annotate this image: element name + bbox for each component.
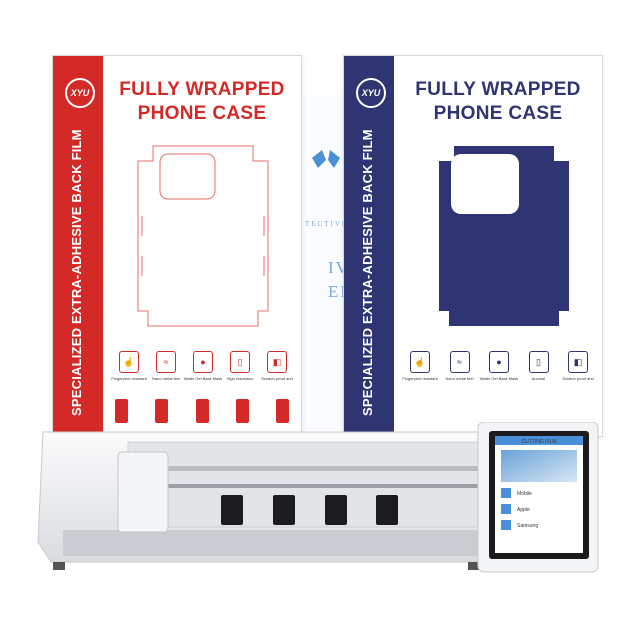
fingerprint-icon: ☝ [410,351,430,373]
guide-rail [128,466,478,471]
phone-back-film-silhouette [439,146,569,326]
film-swatch [155,399,169,423]
side-vertical-text: SPECIALIZED EXTRA-ADHESIVE BACK FILM [69,129,84,416]
feature-item: ◧Scratch proof and [259,351,295,381]
feature-icons-row: ☝Fingerprint resistant ≈Nano metal feel … [402,351,596,381]
red-package-card: XYU SPECIALIZED EXTRA-ADHESIVE BACK FILM… [52,55,302,437]
film-swatch [276,399,289,423]
fingerprint-icon: ☝ [119,351,139,373]
card-title: FULLY WRAPPED PHONE CASE [404,78,592,126]
side-vertical-text: SPECIALIZED EXTRA-ADHESIVE BACK FILM [360,129,375,416]
feature-item: ●Water Gel Back Mask [480,351,518,381]
resolution-icon: ▯ [230,351,250,373]
rear-card-logo-icon [312,150,340,168]
blue-side-strip: XYU SPECIALIZED EXTRA-ADHESIVE BACK FILM [344,56,394,436]
menu-icon[interactable] [501,488,511,498]
feature-item: ☝Fingerprint resistant [111,351,147,381]
brand-logo: XYU [65,78,95,108]
menu-item-label[interactable]: Mobile [517,491,532,497]
machine-foot [53,562,65,570]
feature-item: ▯Anomal [521,351,557,381]
feature-item: ◧Scratch proof and [560,351,596,381]
menu-icon[interactable] [501,504,511,514]
metal-icon: ≈ [156,351,176,373]
scratch-icon: ◧ [267,351,287,373]
film-swatch [195,399,209,423]
machine-foot [468,562,480,570]
cutting-head-carriage [117,451,169,533]
water-drop-icon: ● [489,351,509,373]
feature-item: ≈Nano metal feel [442,351,478,381]
menu-icon[interactable] [501,520,511,530]
film-swatch [235,399,249,423]
guide-rail [128,484,478,488]
title-line-1: FULLY WRAPPED [415,79,581,100]
feature-item: ☝Fingerprint resistant [402,351,438,381]
feature-icons-row: ☝Fingerprint resistant ≈Nano metal feel … [111,351,295,381]
phone-outline-template [137,145,269,327]
brand-logo: XYU [356,78,386,108]
screen-header-bar [495,436,583,445]
feature-item: ▯High resolution [222,351,258,381]
phone-icon: ▯ [528,351,549,373]
film-swatch [115,399,128,423]
menu-item-label[interactable]: Apple [517,507,530,513]
rear-card-text-1: TECTIVE F [305,220,358,228]
screen-header-text: CUTTING FILM [522,439,557,445]
feature-item: ≈Nano metal feel [148,351,184,381]
menu-item-label[interactable]: Samsung [517,523,538,529]
film-cutting-machine: CUTTING FILM Mobile Apple Samsung [37,422,599,573]
title-line-2: PHONE CASE [433,103,563,124]
screen-menu: Mobile Apple Samsung [501,488,538,530]
red-side-strip: XYU SPECIALIZED EXTRA-ADHESIVE BACK FILM [53,56,103,436]
feature-item: ●Water Gel Back Mask [184,351,222,381]
screen-illustration [501,450,577,482]
title-line-2: PHONE CASE [137,103,267,124]
blue-package-card: XYU SPECIALIZED EXTRA-ADHESIVE BACK FILM… [343,55,603,437]
pinch-rollers [221,495,398,525]
scratch-icon: ◧ [568,351,588,373]
metal-icon: ≈ [449,351,470,373]
title-line-1: FULLY WRAPPED [119,79,285,100]
film-swatches [115,399,289,423]
water-drop-icon: ● [193,351,213,373]
card-title: FULLY WRAPPED PHONE CASE [113,78,291,126]
